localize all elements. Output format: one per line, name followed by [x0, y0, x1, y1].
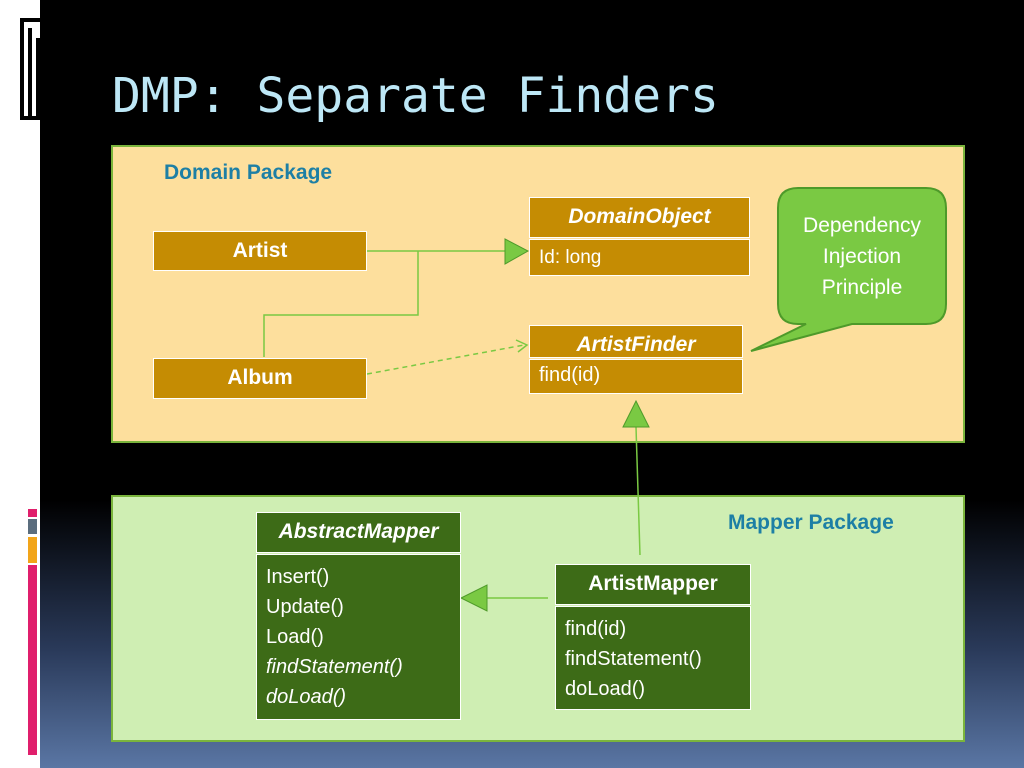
domain-object-field: Id: long: [539, 247, 602, 268]
accent-bar-pink: [28, 509, 37, 517]
abstract-mapper-methods: Insert() Update() Load() findStatement()…: [256, 554, 461, 720]
artist-class: Artist: [153, 231, 367, 271]
callout-line: Dependency: [803, 214, 921, 237]
slide-title: DMP: Separate Finders: [112, 68, 719, 124]
album-inheritance-line: [263, 251, 419, 357]
abstract-mapper-method: findStatement(): [266, 656, 403, 678]
accent-bar-gray: [28, 519, 37, 534]
album-dependency-line: [366, 344, 525, 375]
artist-mapper-method: find(id): [565, 618, 627, 640]
callout-line: Principle: [821, 276, 903, 299]
artist-mapper-method: findStatement(): [565, 648, 702, 670]
decorative-lines-icon: [20, 18, 41, 120]
callout-line: Injection: [822, 245, 902, 268]
accent-bar-yellow: [28, 537, 37, 563]
callout-bubble: [750, 187, 947, 352]
artist-mapper-class-header: ArtistMapper: [555, 564, 751, 605]
artist-finder-class-header: ArtistFinder: [529, 325, 743, 358]
callout-text: Dependency Injection Principle: [782, 210, 942, 303]
abstract-mapper-class-header: AbstractMapper: [256, 512, 461, 553]
abstract-mapper-method: doLoad(): [266, 686, 347, 708]
domain-object-fields: Id: long: [529, 239, 750, 276]
artist-mapper-methods: find(id) findStatement() doLoad(): [555, 606, 751, 710]
domain-object-inheritance-arrowhead: [504, 238, 530, 265]
domain-object-class-name: DomainObject: [568, 205, 711, 228]
abstract-mapper-class-name: AbstractMapper: [278, 520, 439, 543]
domain-object-class-header: DomainObject: [529, 197, 750, 238]
artist-class-name: Artist: [232, 239, 288, 262]
artist-finder-method: find(id): [539, 364, 601, 386]
album-class: Album: [153, 358, 367, 399]
abstract-mapper-arrowhead: [459, 584, 488, 612]
artist-mapper-finder-line: [635, 426, 641, 556]
accent-bar-magenta: [28, 565, 37, 755]
album-dependency-arrowhead: [515, 339, 529, 353]
mapper-package-label: Mapper Package: [728, 511, 894, 534]
abstract-mapper-method: Load(): [266, 626, 324, 648]
domain-package-label: Domain Package: [164, 161, 333, 184]
artist-mapper-class-name: ArtistMapper: [588, 572, 718, 595]
album-class-name: Album: [227, 366, 293, 389]
artist-mapper-method: doLoad(): [565, 678, 646, 700]
artist-finder-arrowhead: [622, 399, 650, 428]
abstract-mapper-method: Insert(): [266, 566, 330, 588]
artist-finder-methods: find(id): [529, 359, 743, 394]
abstract-mapper-method: Update(): [266, 596, 344, 618]
artist-finder-class-name: ArtistFinder: [576, 333, 696, 356]
mapper-package-box: [111, 495, 965, 742]
